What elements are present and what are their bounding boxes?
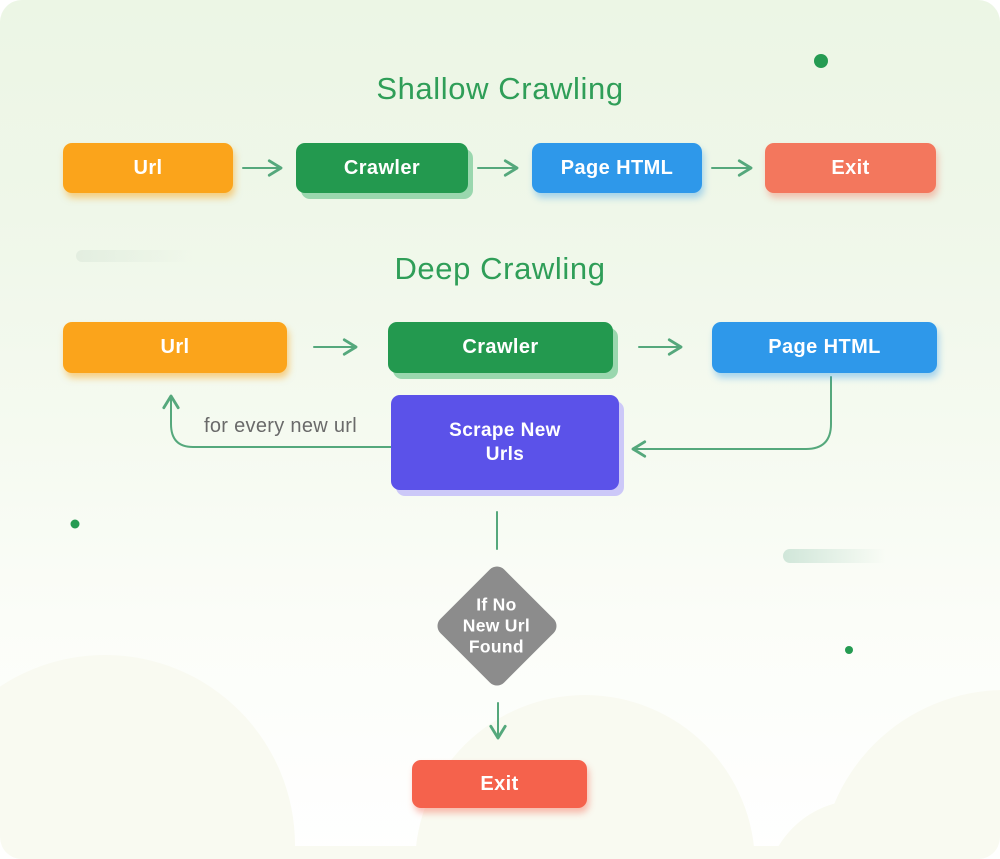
node-label: Crawler bbox=[343, 156, 421, 179]
node-crawler-shallow: Crawler bbox=[296, 143, 468, 193]
node-exit-shallow: Exit bbox=[765, 143, 936, 193]
decor-pill-right bbox=[783, 549, 891, 563]
node-url-shallow: Url bbox=[63, 143, 233, 193]
node-label: Page HTML bbox=[560, 156, 674, 179]
decor-dot-right bbox=[845, 646, 853, 654]
node-page-html-deep: Page HTML bbox=[712, 322, 937, 373]
node-label: Crawler bbox=[462, 336, 539, 358]
node-label: Exit bbox=[480, 772, 519, 795]
node-label: Url bbox=[160, 336, 190, 358]
node-url-deep: Url bbox=[63, 322, 287, 373]
node-exit-deep: Exit bbox=[412, 760, 587, 808]
node-label: Exit bbox=[831, 156, 870, 179]
deep-crawling-title: Deep Crawling bbox=[394, 251, 606, 286]
node-label: Scrape New Urls bbox=[449, 419, 561, 465]
decor-dot-left bbox=[70, 519, 80, 529]
arrow-page2-to-scrape bbox=[631, 376, 832, 458]
cloud-shapes bbox=[0, 655, 1000, 859]
shallow-crawling-title: Shallow Crawling bbox=[376, 71, 624, 106]
node-label: If No New Url Found bbox=[462, 594, 531, 657]
node-label: Page HTML bbox=[768, 336, 881, 358]
node-decision-if-no-new-url: If No New Url Found bbox=[432, 562, 561, 690]
node-scrape-new-urls: Scrape New Urls bbox=[391, 395, 619, 490]
node-crawler-deep: Crawler bbox=[388, 322, 613, 373]
node-page-html-shallow: Page HTML bbox=[532, 143, 702, 193]
decor-dot-top-right bbox=[814, 54, 828, 68]
loop-annotation: for every new url bbox=[204, 415, 357, 437]
node-label: Url bbox=[133, 156, 163, 179]
